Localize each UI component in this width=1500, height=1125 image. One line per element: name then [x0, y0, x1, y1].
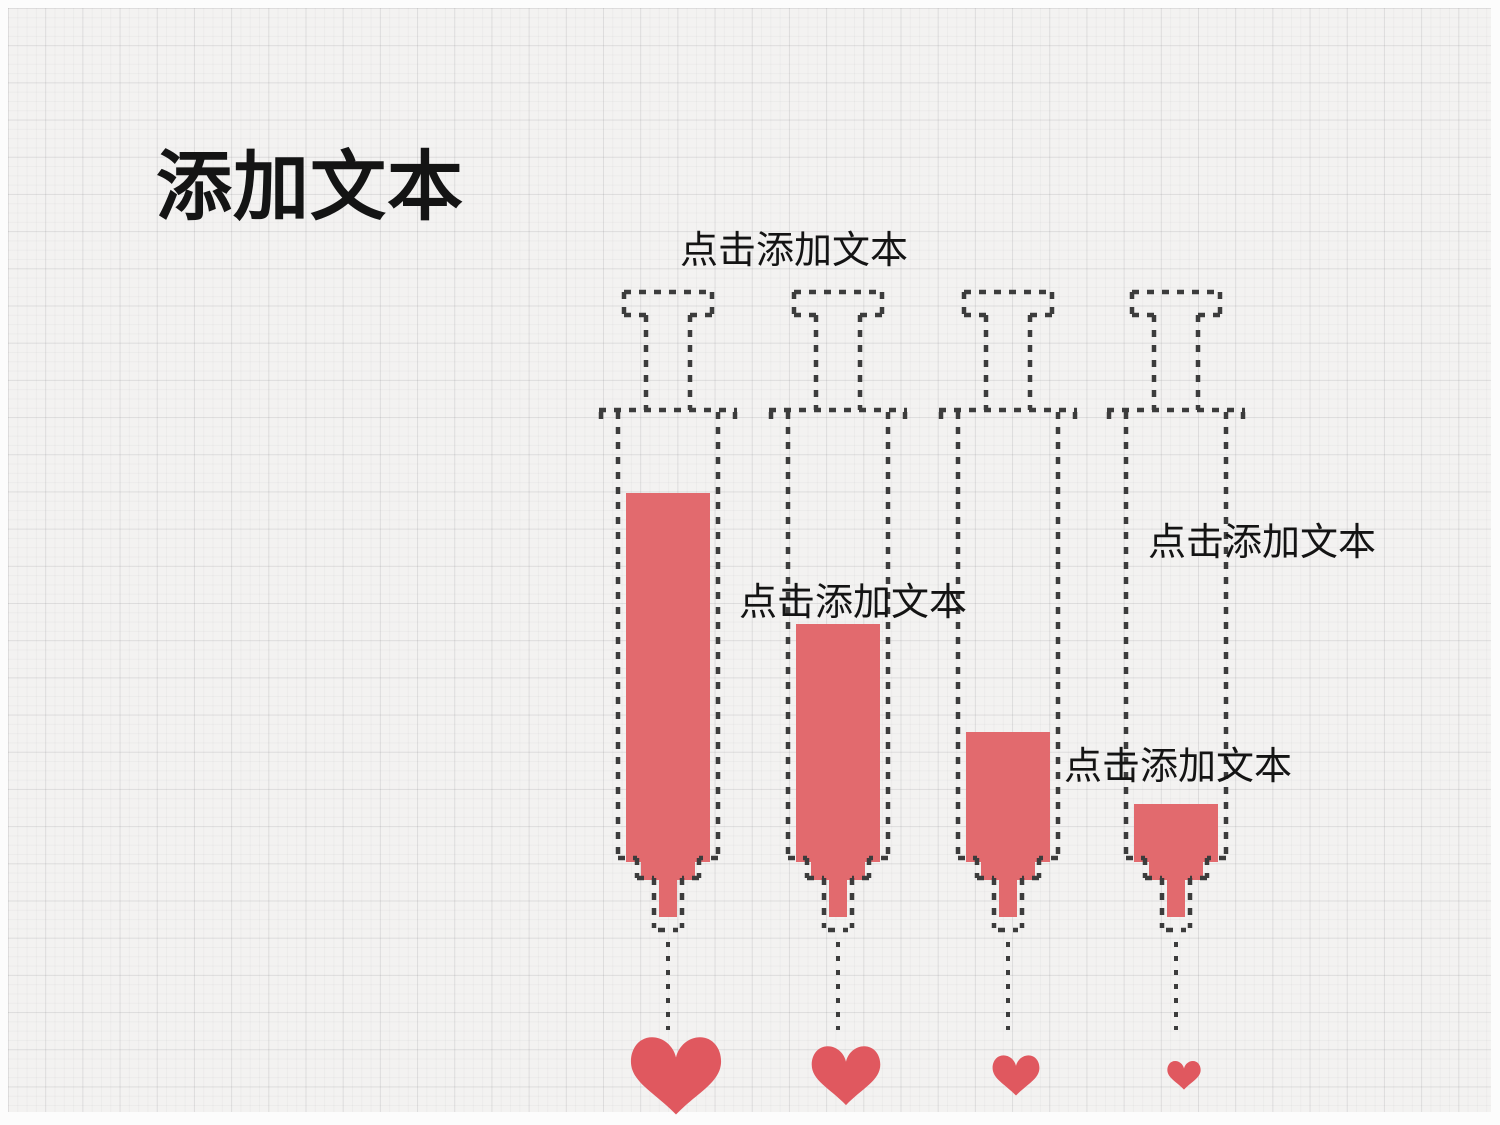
syringe-fill-level — [1134, 804, 1218, 917]
slide-canvas: 添加文本 — [8, 8, 1491, 1115]
syringe-graphic-3 — [938, 289, 1078, 1030]
heart-icon-4 — [1167, 1061, 1201, 1090]
add-text-placeholder-1[interactable]: 点击添加文本 — [680, 230, 909, 272]
syringe-graphic-2 — [768, 289, 908, 1030]
heart-icon-3 — [992, 1055, 1040, 1096]
add-text-placeholder-2[interactable]: 点击添加文本 — [739, 582, 968, 624]
page-title: 添加文本 — [156, 145, 464, 230]
syringe-dashed-outline — [1106, 289, 1246, 933]
heart-icon-1 — [630, 1037, 722, 1115]
syringe-fill-level — [626, 493, 710, 917]
syringe-graphic-1 — [598, 289, 738, 1030]
syringe-dashed-outline — [938, 289, 1078, 933]
syringe-graphic-4 — [1106, 289, 1246, 1030]
add-text-placeholder-3[interactable]: 点击添加文本 — [1064, 746, 1293, 788]
syringe-dashed-outline — [768, 289, 908, 933]
heart-icon-2 — [811, 1046, 881, 1106]
syringe-dashed-outline — [598, 289, 738, 933]
syringe-fill-level — [796, 624, 880, 917]
syringe-fill-level — [966, 732, 1050, 917]
add-text-placeholder-4[interactable]: 点击添加文本 — [1148, 522, 1377, 564]
